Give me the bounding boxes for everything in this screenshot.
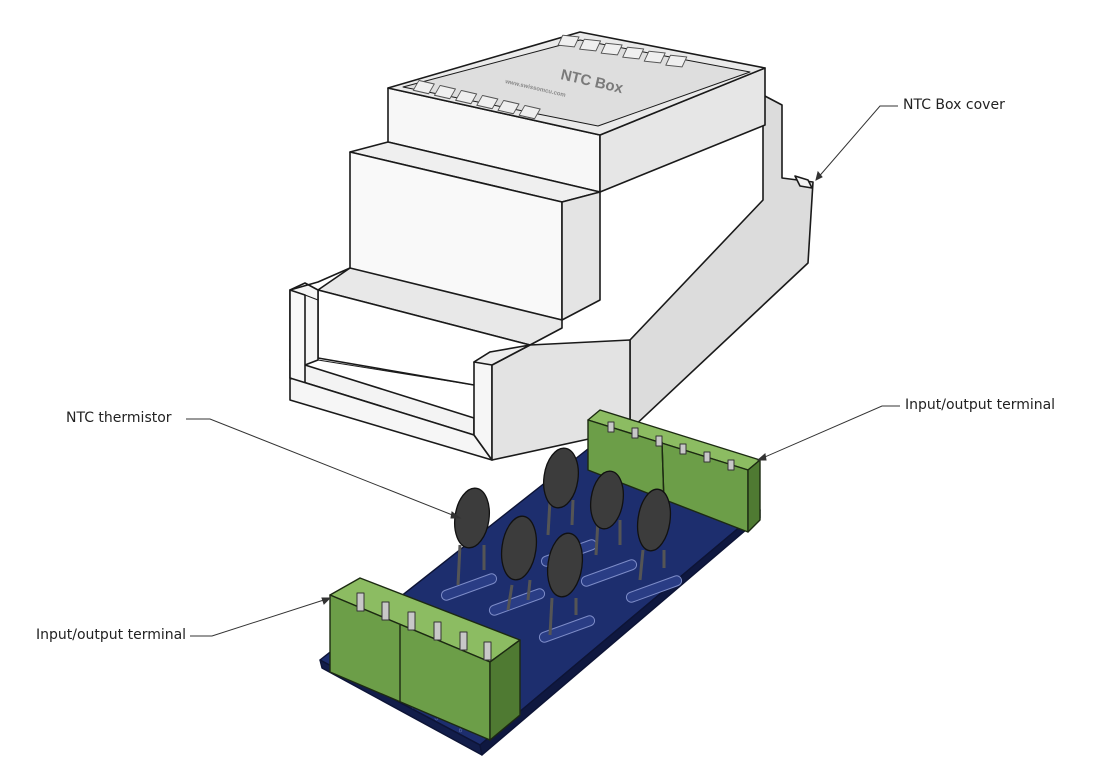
pcb-pin-number: 6: [457, 727, 464, 735]
thermistor: [546, 532, 584, 636]
leader-thermistor-arrow: [450, 511, 462, 519]
leader-terminal-right-arrow: [756, 453, 767, 461]
callout-lines: [186, 105, 900, 637]
label-input-output-terminal-right: Input/output terminal: [905, 397, 1056, 413]
label-ntc-thermistor: NTC thermistor: [66, 410, 172, 426]
terminal-block-left: [329, 577, 521, 741]
leader-cover-arrow: [815, 170, 823, 181]
label-input-output-terminal-left: Input/output terminal: [36, 627, 187, 643]
leader-terminal-left: [190, 597, 331, 637]
leader-terminal-right: [757, 405, 900, 461]
ntc-box-cover: NTC Box www.swissomcu.com: [289, 31, 814, 461]
thermistor: [636, 488, 672, 581]
pcb-pin-number: 5: [433, 715, 440, 723]
label-ntc-box-cover: NTC Box cover: [903, 97, 1005, 113]
leader-terminal-left-arrow: [321, 597, 332, 605]
leader-thermistor: [186, 418, 461, 519]
thermistor: [500, 515, 538, 611]
leader-cover: [815, 105, 898, 181]
thermistor: [589, 470, 625, 556]
thermistor: [543, 447, 579, 536]
terminal-block-right: [587, 409, 761, 533]
